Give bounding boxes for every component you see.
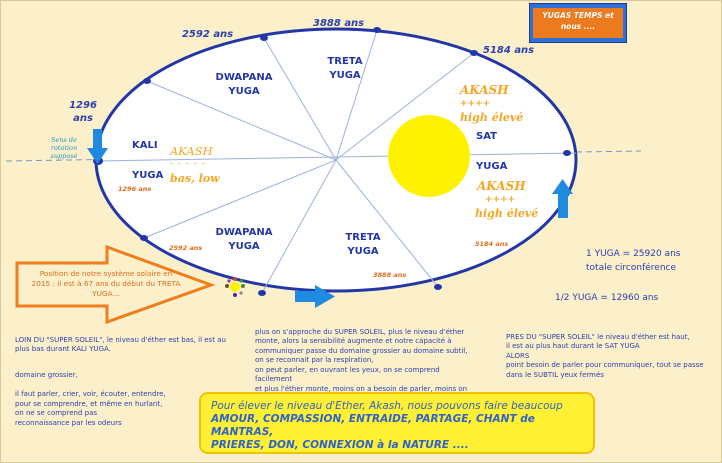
title-box: YUGAS TEMPS et nous ....	[529, 3, 627, 43]
sat-label: SAT	[476, 131, 497, 142]
cta-line-1: Pour élever le niveau d'Ether, Akash, no…	[211, 400, 563, 412]
axis-inner-line	[95, 152, 577, 162]
duration-sat: 5184 ans	[475, 240, 509, 248]
kali-yuga-label: YUGA	[132, 170, 164, 181]
akash-low-dashes: - - - - -	[170, 159, 206, 169]
sat-yuga-label: YUGA	[476, 161, 508, 172]
left-col-p3: il faut parler, crier, voir, écouter, en…	[15, 390, 166, 427]
cta-line-2: AMOUR, COMPASSION, ENTRAIDE, PARTAGE, CH…	[211, 413, 535, 438]
label-1296: 1296 ans	[69, 100, 97, 124]
akash-high-top-word: AKASH	[460, 83, 509, 97]
akash-low-desc: bas, low	[170, 172, 220, 185]
right-arrow	[295, 285, 335, 308]
duration-kali: 1296 ans	[118, 185, 152, 193]
formula-full-sub: totale circonférence	[586, 263, 677, 273]
akash-high-bottom-desc: high élevé	[475, 207, 539, 220]
akash-low-word: AKASH	[170, 144, 213, 158]
boundary-markers	[93, 27, 571, 296]
dwapana-top-label: DWAPANA YUGA	[215, 72, 273, 97]
kali-label: KALI	[132, 140, 158, 151]
super-sun	[388, 115, 470, 197]
rotation-note: Sens de rotation supposé	[50, 136, 78, 160]
title-text: YUGAS TEMPS et nous ....	[533, 8, 623, 38]
cta-line-3: PRIERES, DON, CONNEXION à la NATURE ....	[211, 439, 469, 451]
treta-bottom-label: TRETA YUGA	[345, 232, 381, 257]
current-position-marker	[225, 277, 245, 297]
formula-half: 1/2 YUGA = 12960 ans	[555, 293, 659, 303]
akash-high-top-desc: high élevé	[460, 111, 524, 124]
left-col-p1: LOIN DU "SUPER SOLEIL", le niveau d'éthe…	[15, 335, 226, 354]
akash-high-bottom-plus: ++++	[485, 195, 516, 205]
duration-dwapana: 2592 ans	[169, 244, 203, 252]
call-to-action-box: Pour élever le niveau d'Ether, Akash, no…	[199, 392, 595, 454]
label-2592: 2592 ans	[182, 29, 234, 40]
right-column: PRES DU "SUPER SOLEIL" le niveau d'éther…	[506, 323, 716, 390]
mid-col-p1: plus on s'approche du SUPER SOLEIL, plus…	[255, 327, 468, 403]
label-3888: 3888 ans	[313, 18, 365, 29]
formula-full: 1 YUGA = 25920 ans	[586, 249, 681, 259]
middle-column: plus on s'approche du SUPER SOLEIL, plus…	[255, 318, 477, 413]
label-5184: 5184 ans	[483, 45, 535, 56]
treta-top-label: TRETA YUGA	[327, 56, 363, 81]
duration-treta: 3888 ans	[373, 271, 407, 279]
dwapana-bottom-label: DWAPANA YUGA	[215, 227, 273, 252]
akash-high-top-plus: ++++	[460, 99, 491, 109]
rotation-down-arrow	[87, 129, 108, 164]
position-note: Position de notre système solaire en 201…	[31, 269, 181, 298]
left-column: LOIN DU "SUPER SOLEIL", le niveau d'éthe…	[15, 326, 235, 438]
up-arrow	[552, 179, 573, 218]
position-arrow	[15, 244, 216, 325]
left-col-p2: domaine grossier,	[15, 371, 78, 379]
sector-spokes	[143, 29, 475, 294]
right-col-p1: PRES DU "SUPER SOLEIL" le niveau d'éther…	[506, 332, 704, 379]
akash-high-bottom-word: AKASH	[477, 179, 526, 193]
